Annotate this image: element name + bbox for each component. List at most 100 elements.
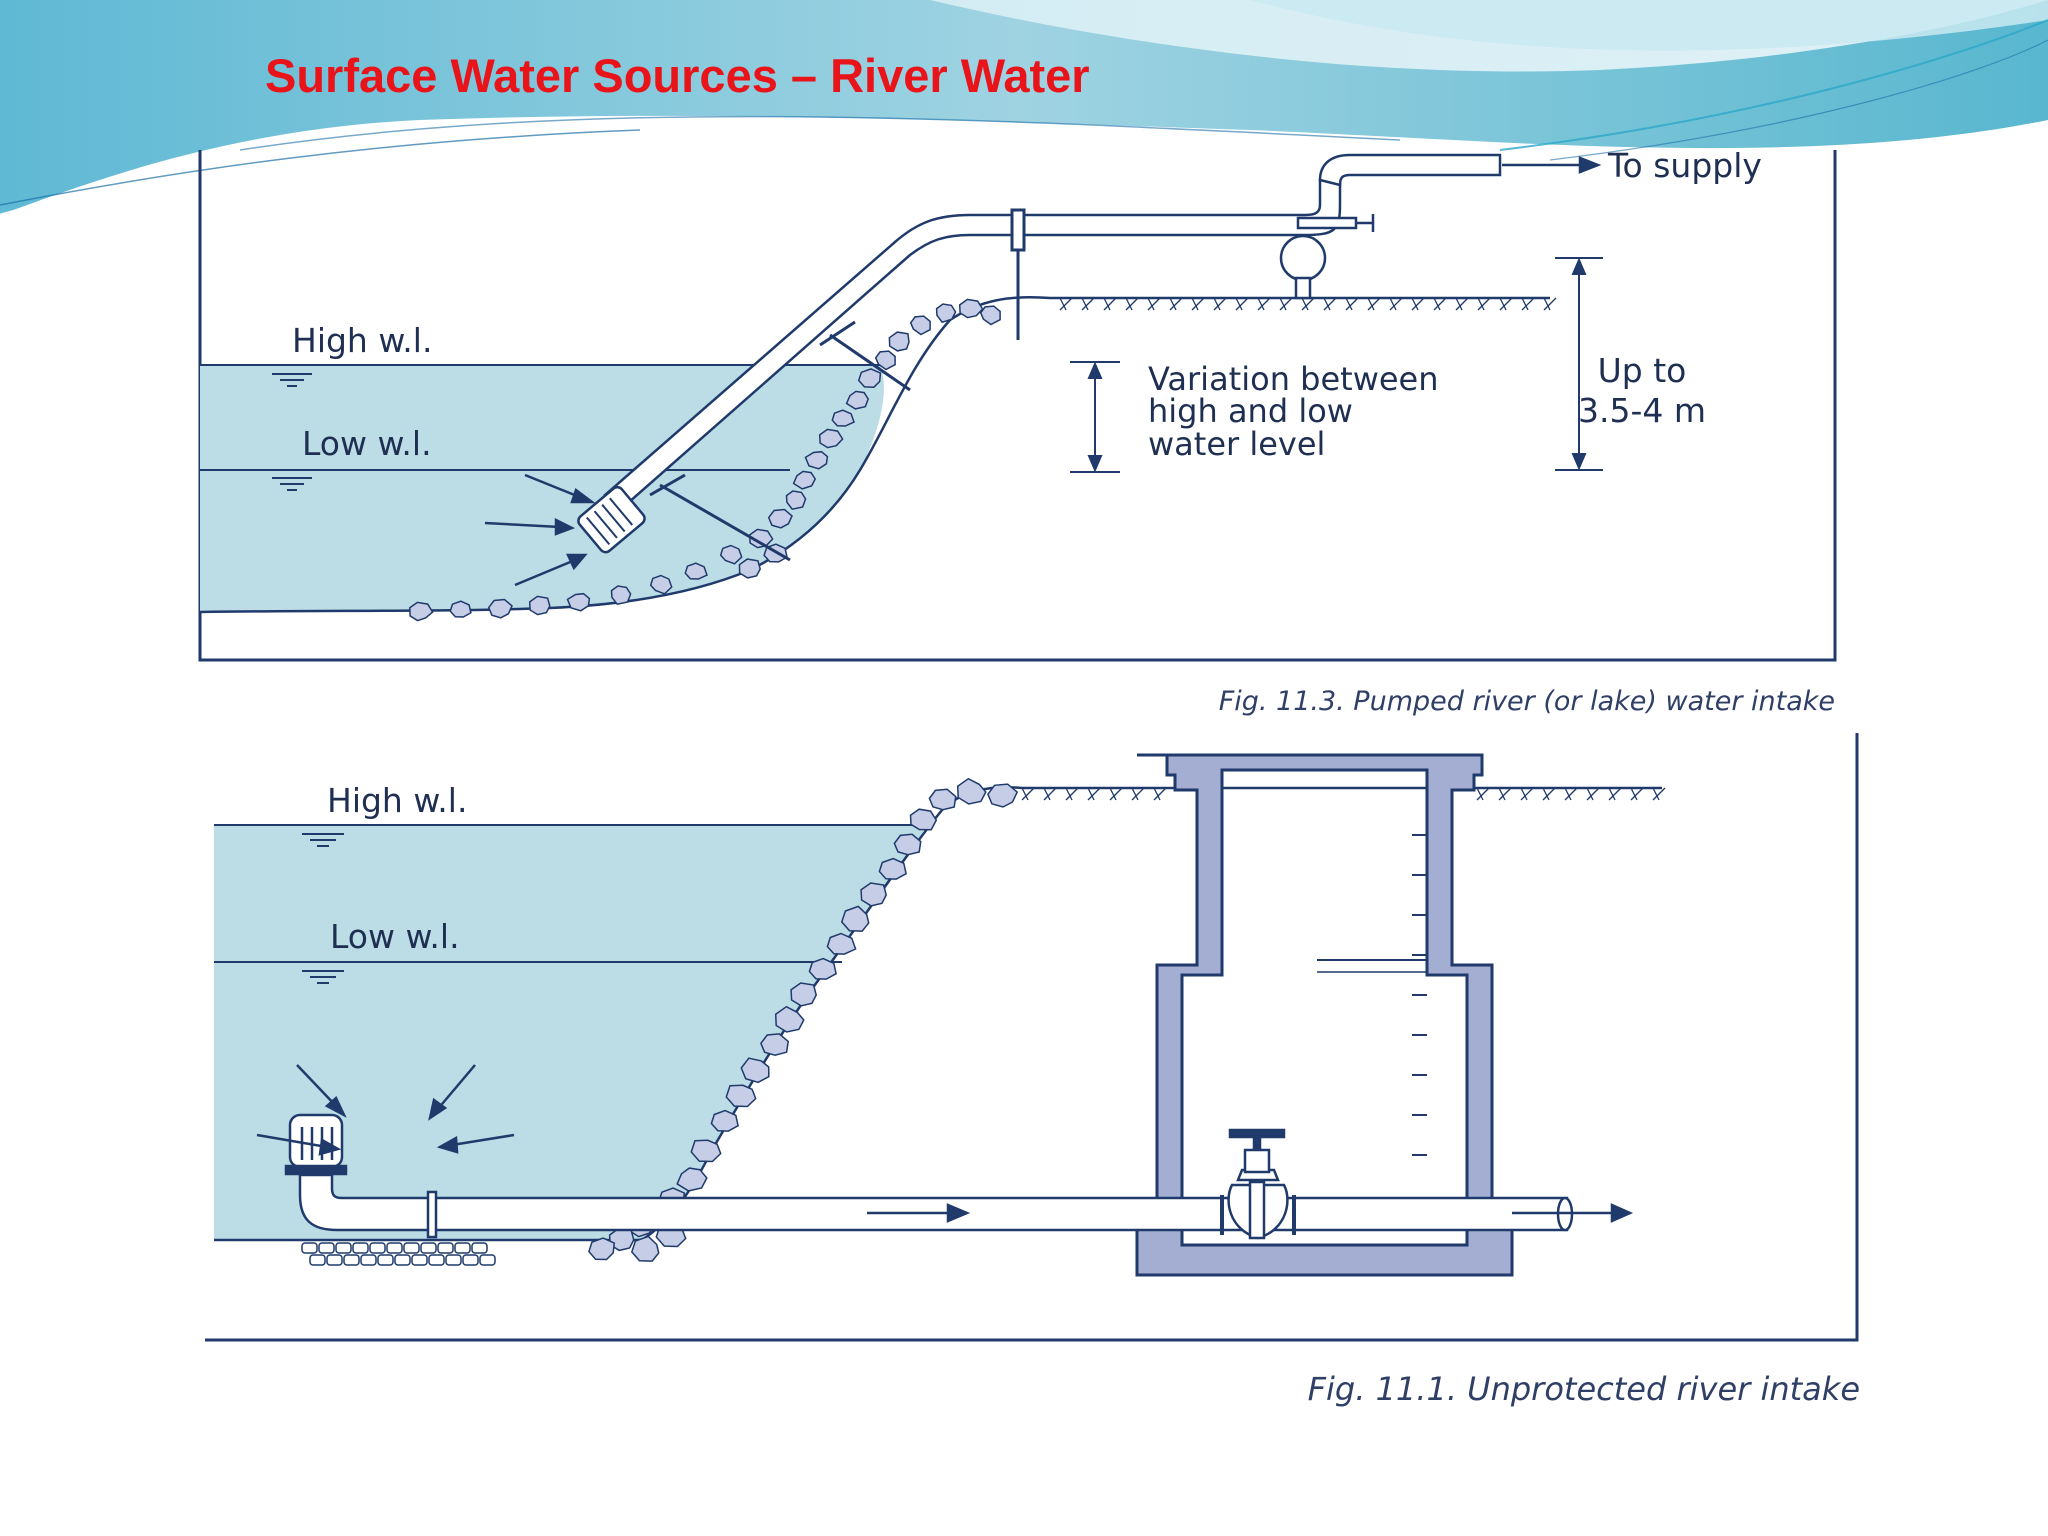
figure-caption: Fig. 11.3. Pumped river (or lake) water …: [1219, 686, 1835, 717]
hatch-mark: [1191, 297, 1205, 311]
bed-stone: [352, 1242, 369, 1254]
high-wl-symbol: [302, 833, 344, 847]
hatch-mark: [1147, 297, 1161, 311]
strainer-icon: [284, 1113, 348, 1176]
variation-label-line1: Variation between: [1148, 360, 1439, 398]
hatch-mark: [1087, 787, 1095, 801]
stone: [860, 882, 887, 907]
bed-stone: [369, 1242, 386, 1254]
stone: [528, 595, 551, 616]
bed-stone: [343, 1254, 360, 1266]
hatch-mark: [1630, 787, 1638, 801]
stone: [893, 833, 922, 856]
hatch-mark: [1521, 297, 1535, 311]
high-wl-symbol: [272, 373, 312, 387]
gate-valve-icon: [1220, 1128, 1296, 1240]
stone: [630, 1235, 660, 1262]
hatch-mark: [1608, 787, 1616, 801]
stone: [588, 1237, 616, 1261]
stone: [845, 390, 870, 410]
upto-label-line2: 3.5-4 m: [1578, 391, 1706, 430]
hatch-mark: [1499, 297, 1513, 311]
hatch-mark: [1169, 297, 1183, 311]
hatch-mark: [1257, 297, 1271, 311]
stone: [748, 528, 774, 549]
stone: [979, 305, 1001, 326]
hatch-mark: [1389, 297, 1403, 311]
hatch-mark: [1021, 787, 1035, 801]
hatch-mark: [1564, 787, 1578, 801]
hatch-mark: [1131, 787, 1145, 801]
stone: [818, 428, 844, 449]
to-supply-arrow: [1502, 156, 1602, 174]
hatch-mark: [1087, 787, 1101, 801]
pumped-river-intake-figure: To supply Variation between high and low…: [198, 150, 1837, 717]
low-wl-symbol: [302, 970, 344, 984]
hatch-mark: [1498, 787, 1506, 801]
hatch-mark: [1125, 297, 1139, 311]
flow-arrow: [867, 1203, 1634, 1223]
stone: [909, 315, 931, 336]
hatch-mark: [1065, 787, 1073, 801]
bed-stone: [326, 1254, 343, 1266]
figure-frame: [205, 733, 1859, 1342]
inflow-arrows: [484, 473, 596, 587]
hatch-mark: [1543, 297, 1557, 311]
bed-stone: [360, 1254, 377, 1266]
hatch-mark: [1411, 297, 1419, 311]
hatch-mark: [1109, 787, 1117, 801]
stone: [690, 1139, 722, 1163]
low-wl-label: Low w.l.: [330, 917, 460, 956]
figure-caption: Fig. 11.1. Unprotected river intake: [1308, 1370, 1860, 1408]
hatch-mark: [1433, 297, 1441, 311]
hatch-mark: [1103, 297, 1117, 311]
bed-stone: [411, 1254, 428, 1266]
hatch-mark: [1455, 297, 1469, 311]
hatch-mark: [1279, 297, 1287, 311]
ground-hatching: [1059, 297, 1557, 311]
high-wl-label: High w.l.: [292, 321, 432, 360]
low-wl-symbol: [272, 477, 312, 491]
hatch-mark: [1147, 297, 1155, 311]
slide-title: Surface Water Sources – River Water: [265, 49, 1090, 102]
stone: [409, 601, 434, 622]
stone: [878, 857, 907, 880]
stone: [449, 600, 472, 618]
hatch-mark: [1498, 787, 1512, 801]
hatch-mark: [1543, 297, 1551, 311]
stone: [774, 1005, 805, 1033]
bed-stone: [479, 1254, 496, 1266]
hatch-mark: [1153, 787, 1161, 801]
hatch-mark: [1630, 787, 1644, 801]
hatch-mark: [1235, 297, 1249, 311]
stone: [725, 1084, 757, 1108]
hatch-mark: [1065, 787, 1079, 801]
stone: [792, 470, 817, 490]
stone: [804, 450, 829, 470]
stone: [874, 350, 896, 371]
upto-label-line1: Up to: [1598, 351, 1687, 390]
bed-stone: [454, 1242, 471, 1254]
ground-hatching: [1021, 787, 1666, 801]
stone: [610, 585, 632, 606]
hatch-mark: [1323, 297, 1331, 311]
bank-stones: [409, 298, 1001, 622]
hatch-mark: [1345, 297, 1359, 311]
stone: [831, 409, 855, 427]
stone: [566, 592, 591, 612]
hatch-mark: [1323, 297, 1337, 311]
stone: [956, 777, 987, 805]
hatch-mark: [1043, 787, 1051, 801]
hatch-mark: [1257, 297, 1265, 311]
high-wl-label: High w.l.: [327, 781, 467, 820]
bed-stone: [428, 1254, 445, 1266]
bed-stone: [309, 1254, 326, 1266]
variation-label-line3: water level: [1148, 425, 1325, 463]
hatch-mark: [1103, 297, 1111, 311]
variation-dimension: [1070, 361, 1120, 473]
stone: [958, 298, 984, 319]
hatch-mark: [1477, 297, 1485, 311]
hatch-mark: [1476, 787, 1484, 801]
hatch-mark: [1213, 297, 1221, 311]
hatch-mark: [1455, 297, 1463, 311]
